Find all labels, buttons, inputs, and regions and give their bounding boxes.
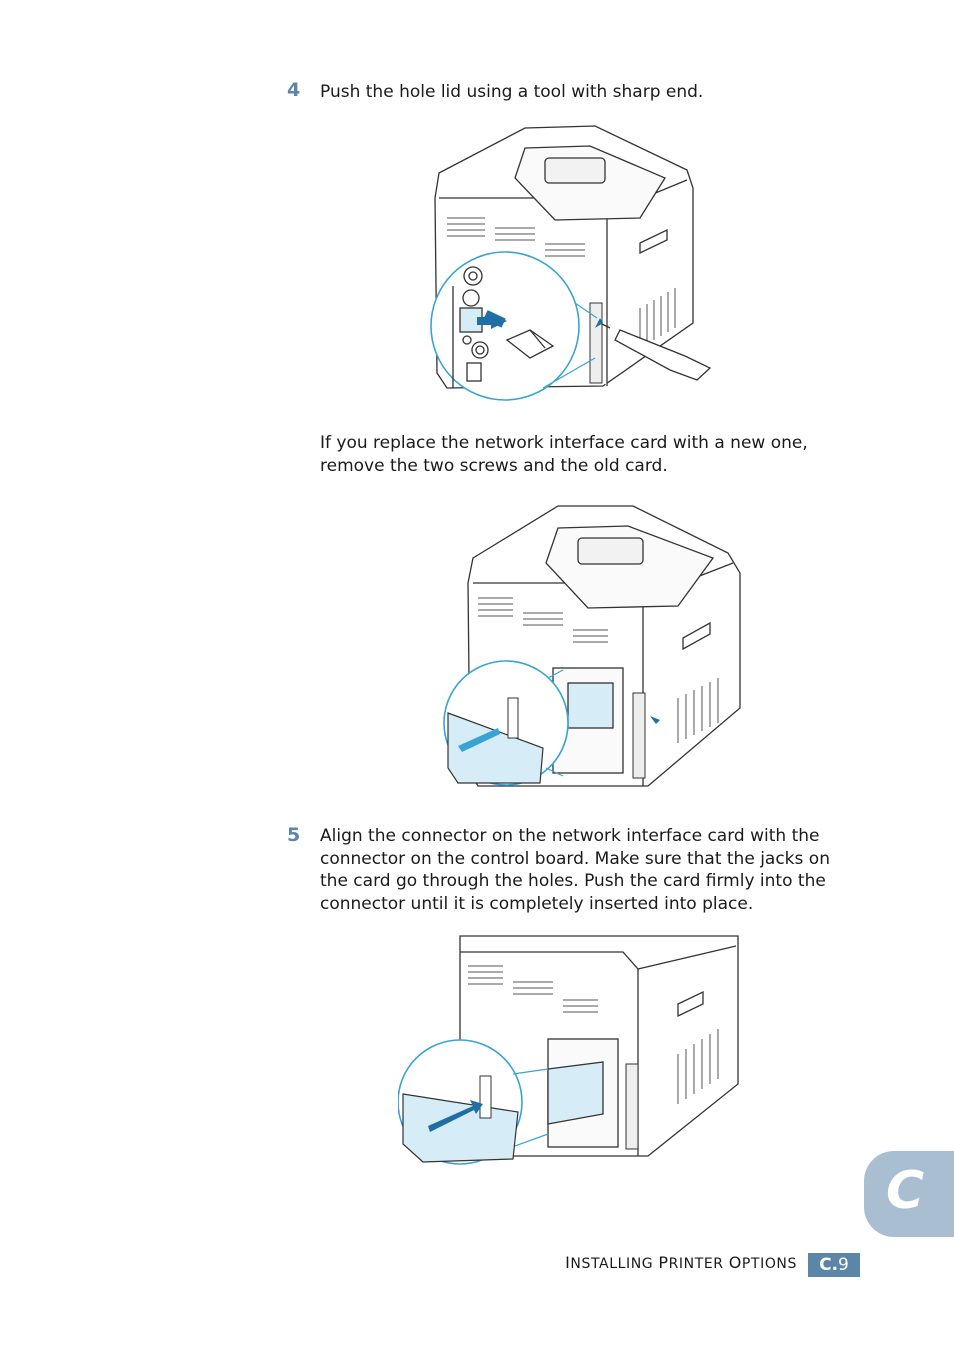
footer-chapter-title: INSTALLING PRINTER OPTIONS (565, 1253, 797, 1272)
figure-push-hole-lid (425, 118, 715, 403)
footer-title-rest: PTIONS (741, 1256, 797, 1272)
note-line: remove the two screws and the old card. (320, 455, 668, 476)
footer-title-cap: O (728, 1253, 742, 1272)
note-line: If you replace the network interface car… (320, 433, 808, 453)
page-number-badge: C.9 (808, 1253, 860, 1277)
step-4-text: Push the hole lid using a tool with shar… (320, 82, 704, 102)
page-prefix: C. (819, 1255, 839, 1275)
step-5-number: 5 (287, 824, 301, 846)
figure-remove-old-card (428, 498, 748, 790)
chapter-tab: C (864, 1151, 954, 1237)
step-5-line: connector until it is completely inserte… (320, 893, 754, 914)
footer-title-rest: NSTALLING (570, 1256, 654, 1272)
footer-title-cap: P (658, 1253, 669, 1272)
footer-title-rest: RINTER (668, 1256, 724, 1272)
note-paragraph: If you replace the network interface car… (320, 432, 808, 477)
chapter-tab-letter: C (886, 1161, 925, 1221)
step-5-text: Align the connector on the network inter… (320, 825, 830, 915)
step-5-line: connector on the control board. Make sur… (320, 848, 830, 869)
figure-insert-card (398, 934, 743, 1169)
step-4-number: 4 (287, 79, 301, 101)
step-5-line: Align the connector on the network inter… (320, 826, 820, 846)
footer-title-cap: I (565, 1253, 571, 1272)
page-number: 9 (838, 1255, 849, 1275)
step-5-line: the card go through the holes. Push the … (320, 871, 826, 892)
